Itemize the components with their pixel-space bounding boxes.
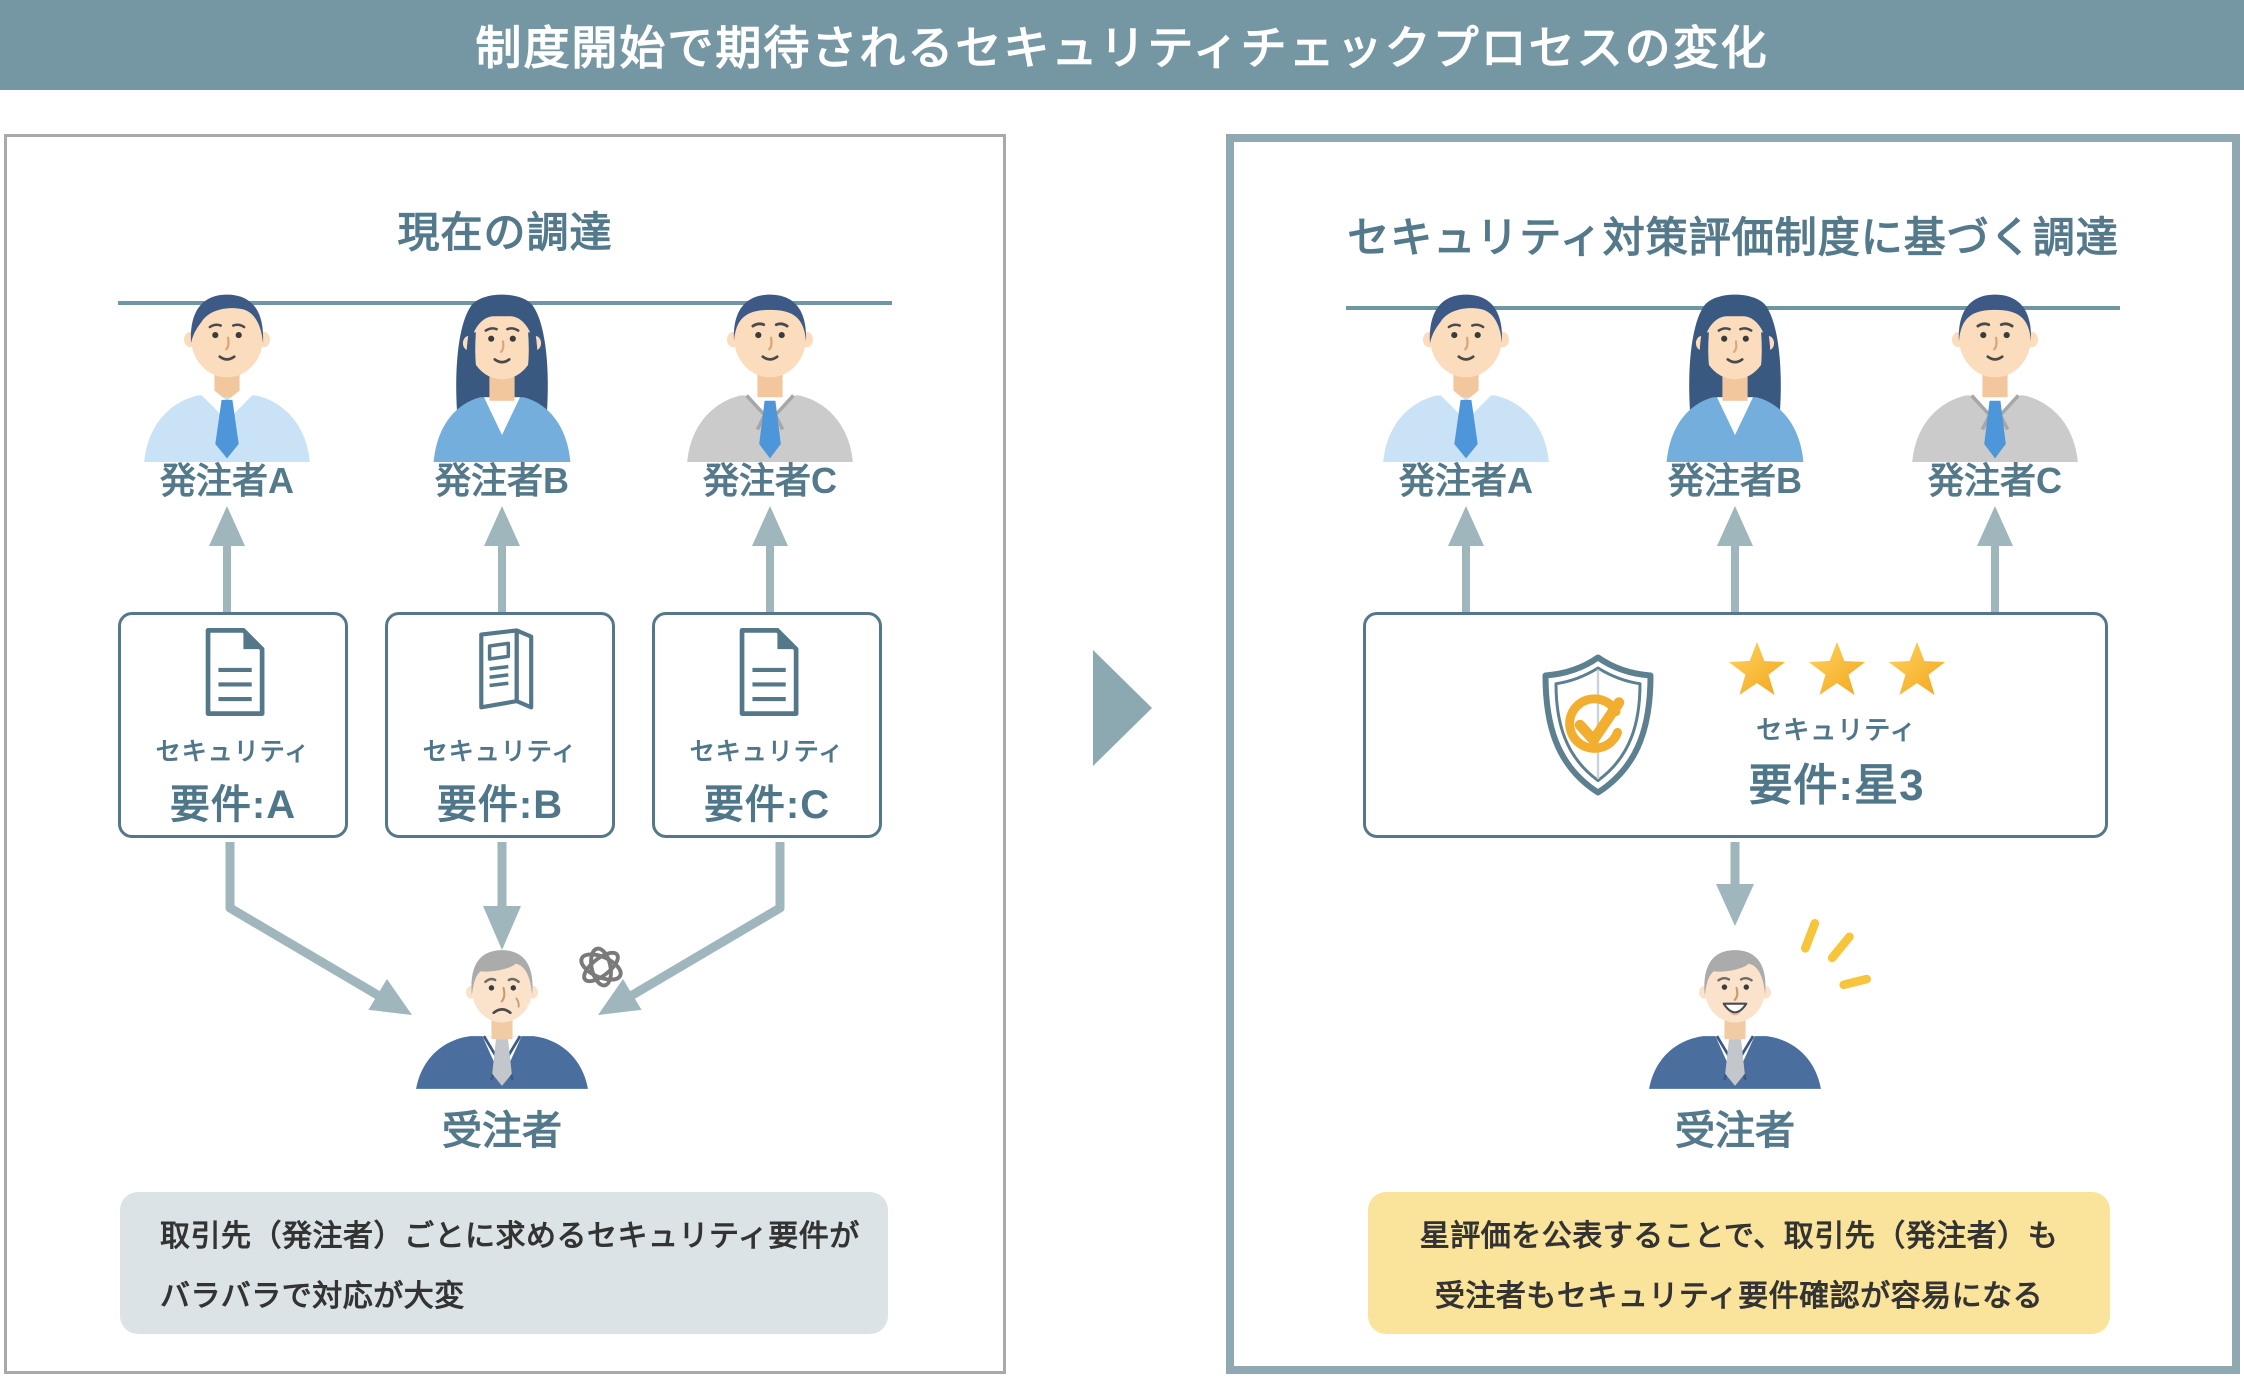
orderer-b-avatar-left	[432, 293, 572, 462]
left-note-line2: バラバラで対応が大変	[160, 1280, 465, 1313]
orderer-c-avatar-right	[1910, 292, 2080, 462]
document-icon	[181, 620, 285, 724]
page-title: 制度開始で期待されるセキュリティチェックプロセスの変化	[475, 22, 1769, 74]
star-rating	[1725, 638, 1949, 702]
rating-column: セキュリティ 要件:星3	[1725, 638, 1949, 813]
orderer-b-avatar-right	[1665, 293, 1805, 462]
requirement-card-c-line2: 要件:C	[703, 783, 831, 827]
orderer-a-label-left: 発注者A	[160, 460, 294, 501]
sparkle-icon	[1788, 908, 1884, 1004]
left-note-box: 取引先（発注者）ごとに求めるセキュリティ要件が バラバラで対応が大変	[120, 1192, 888, 1334]
shield-check-icon	[1523, 645, 1673, 805]
booklet-icon	[448, 620, 552, 724]
contractor-label-left: 受注者	[442, 1109, 562, 1153]
requirement-card-b-line1: セキュリティ	[422, 738, 578, 766]
requirement-card-c: セキュリティ 要件:C	[652, 612, 882, 838]
requirement-card-b: セキュリティ 要件:B	[385, 612, 615, 838]
transition-arrow-icon	[1093, 650, 1152, 766]
requirement-card-b-line2: 要件:B	[436, 783, 564, 827]
orderer-a-label-right: 発注者A	[1399, 460, 1533, 501]
right-note-line1: 星評価を公表することで、取引先（発注者）も	[1419, 1220, 2059, 1253]
confusion-scribble-icon	[575, 944, 627, 990]
orderer-a-avatar-left	[142, 293, 312, 462]
star-icon	[1808, 641, 1865, 695]
orderer-c-avatar-left	[685, 292, 855, 462]
orderer-b-label-right: 発注者B	[1668, 460, 1802, 501]
rating-card-line2: 要件:星3	[1748, 760, 1925, 810]
orderer-c-label-right: 発注者C	[1928, 460, 2062, 501]
orderer-b-label-left: 発注者B	[435, 460, 569, 501]
rating-card-line1: セキュリティ	[1756, 714, 1917, 745]
orderer-a-avatar-right	[1381, 293, 1551, 462]
right-panel-header: セキュリティ対策評価制度に基づく調達	[1347, 214, 2119, 261]
orderer-c-label-left: 発注者C	[703, 460, 837, 501]
right-note-line2: 受注者もセキュリティ要件確認が容易になる	[1434, 1280, 2044, 1313]
requirement-card-a: セキュリティ 要件:A	[118, 612, 348, 838]
requirement-card-c-line1: セキュリティ	[689, 738, 845, 766]
star-icon	[1888, 641, 1945, 695]
left-panel-header: 現在の調達	[397, 209, 613, 256]
title-bar: 制度開始で期待されるセキュリティチェックプロセスの変化	[0, 0, 2244, 90]
left-note-line1: 取引先（発注者）ごとに求めるセキュリティ要件が	[160, 1220, 860, 1253]
right-note-box: 星評価を公表することで、取引先（発注者）も 受注者もセキュリティ要件確認が容易に…	[1368, 1192, 2110, 1334]
document-icon	[715, 620, 819, 724]
security-rating-card: セキュリティ 要件:星3	[1363, 612, 2108, 838]
requirement-card-a-line2: 要件:A	[169, 783, 297, 827]
requirement-card-a-line1: セキュリティ	[155, 738, 311, 766]
contractor-label-right: 受注者	[1675, 1109, 1795, 1153]
star-icon	[1728, 641, 1785, 695]
